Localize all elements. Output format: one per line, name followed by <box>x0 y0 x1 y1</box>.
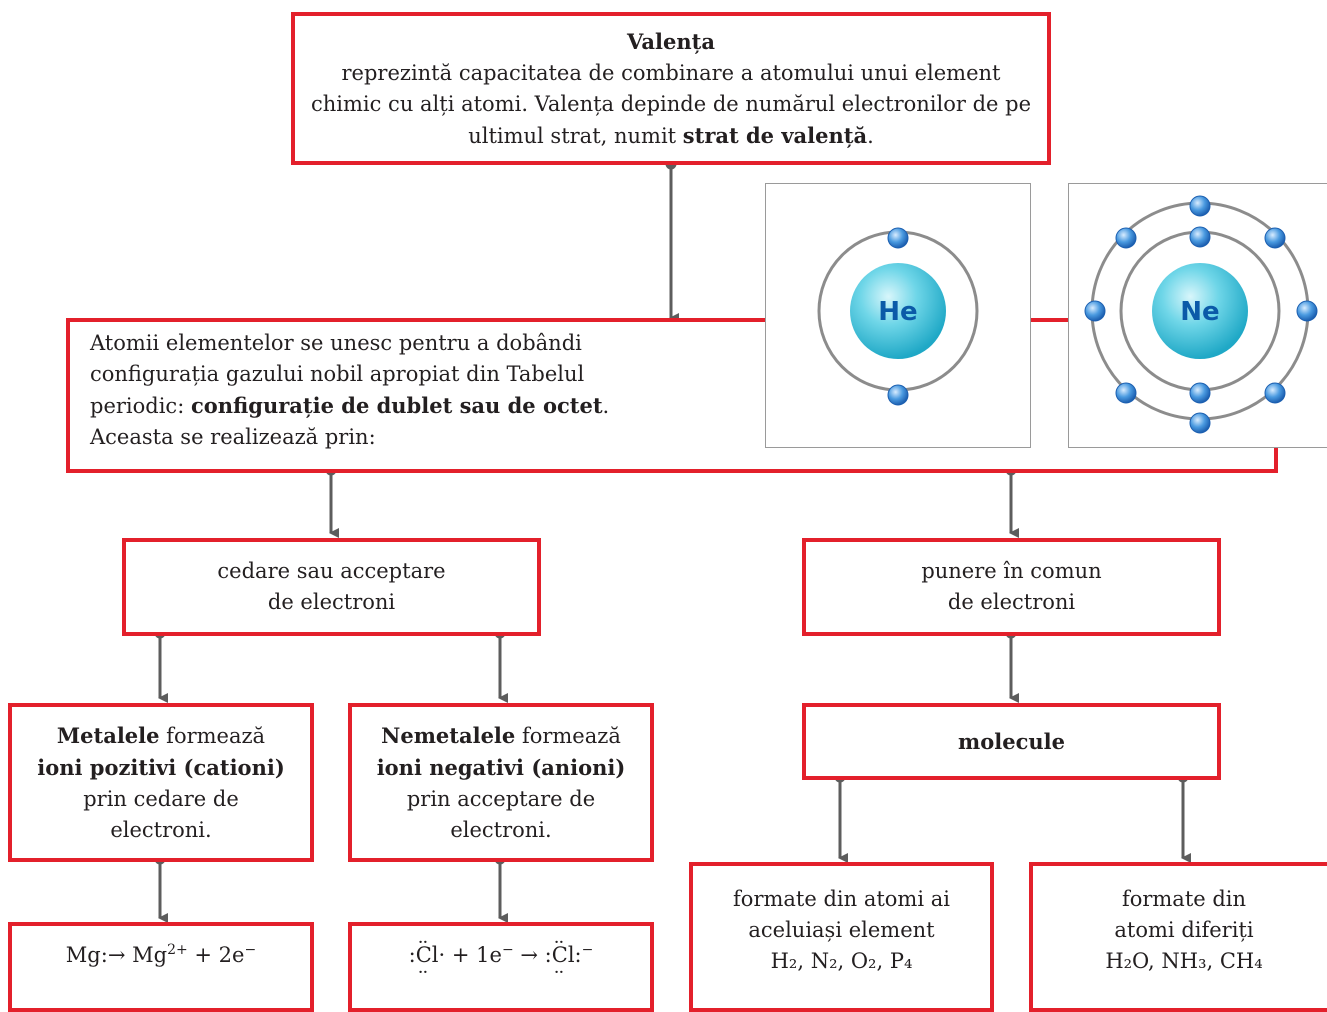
covalent-text-line2: de electroni <box>947 590 1076 614</box>
metals-line1: Metalele formează <box>56 722 266 748</box>
different-formula: H₂O, NH₃, CH₄ <box>1105 949 1263 973</box>
covalent-bond-box: punere în comun de electroni <box>802 538 1221 636</box>
ne-electron <box>1296 300 1318 322</box>
different-line1: formate din <box>1121 887 1247 911</box>
neon-atom-diagram: Ne <box>1084 195 1318 434</box>
valence-text-line3: ultimul strat, numit strat de valență. <box>468 122 874 148</box>
covalent-text-line1: punere în comun <box>921 559 1102 583</box>
different-atoms-molecules-box: formate din atomi diferiți H₂O, NH₃, CH₄ <box>1029 862 1327 1012</box>
valence-text-line2: chimic cu alți atomi. Valența depinde de… <box>310 91 1031 116</box>
same-element-formula: H₂, N₂, O₂, P₄ <box>770 949 913 973</box>
molecules-box: molecule <box>802 703 1221 780</box>
he-electron <box>887 384 909 406</box>
valence-definition-box: Valența reprezintă capacitatea de combin… <box>291 12 1051 165</box>
ne-electron <box>1189 412 1211 434</box>
he-nucleus <box>850 263 946 359</box>
nonmetals-box: Nemetalele formează ioni negativi (anion… <box>348 703 654 862</box>
ne-electron <box>1115 227 1137 249</box>
ionic-bond-box: cedare sau acceptare de electroni <box>122 538 541 636</box>
ionic-text-line2: de electroni <box>267 590 396 614</box>
he-symbol: He <box>878 297 917 327</box>
ne-symbol: Ne <box>1180 297 1219 327</box>
nonmetals-line1: Nemetalele formează <box>381 722 621 748</box>
metals-box: Metalele formează ioni pozitivi (cationi… <box>8 703 314 862</box>
valence-text-line1: reprezintă capacitatea de combinare a at… <box>341 60 1001 85</box>
config-text-line4: Aceasta se realizează prin: <box>90 425 376 449</box>
metals-line4: electroni. <box>110 817 212 842</box>
config-text-line3: periodic: configurație de dublet sau de … <box>90 393 610 418</box>
ne-electron <box>1115 382 1137 404</box>
chlorine-equation-box: :··Cl··· + 1e− → :··Cl··:− <box>348 922 654 1012</box>
ne-electron <box>1189 195 1211 217</box>
ne-nucleus <box>1152 263 1248 359</box>
different-line2: atomi diferiți <box>1114 918 1254 942</box>
helium-atom-diagram: He <box>817 227 979 406</box>
ne-electron <box>1189 226 1211 248</box>
metals-line2: ioni pozitivi (cationi) <box>37 754 285 780</box>
magnesium-equation-box: Mg:→ Mg2+ + 2e− <box>8 922 314 1012</box>
config-text-line2: configurația gazului nobil apropiat din … <box>90 362 585 386</box>
same-element-molecules-box: formate din atomi ai aceluiași element H… <box>689 862 994 1012</box>
mg-equation: Mg:→ Mg2+ + 2e− <box>65 942 257 967</box>
helium-atom-panel: He <box>765 183 1031 448</box>
valence-title: Valența <box>627 28 715 54</box>
ne-electron <box>1264 227 1286 249</box>
he-electron <box>887 227 909 249</box>
nonmetals-line4: electroni. <box>450 817 552 842</box>
ionic-text-line1: cedare sau acceptare <box>217 559 446 583</box>
ne-electron <box>1084 300 1106 322</box>
cl-dots-left: : <box>408 943 416 967</box>
nonmetals-line3: prin acceptare de <box>406 786 596 811</box>
ne-electron <box>1189 382 1211 404</box>
nonmetals-line2: ioni negativi (anioni) <box>376 754 626 780</box>
config-text-line1: Atomii elementelor se unesc pentru a dob… <box>90 331 582 355</box>
same-element-line1: formate din atomi ai <box>733 887 950 911</box>
same-element-line2: aceluiași element <box>748 918 935 942</box>
neon-atom-panel: Ne <box>1068 183 1327 448</box>
metals-line3: prin cedare de <box>83 786 239 811</box>
ne-electron <box>1264 382 1286 404</box>
molecules-label: molecule <box>958 728 1065 754</box>
cl-equation: :··Cl··· + 1e− → :··Cl··:− <box>408 932 594 983</box>
